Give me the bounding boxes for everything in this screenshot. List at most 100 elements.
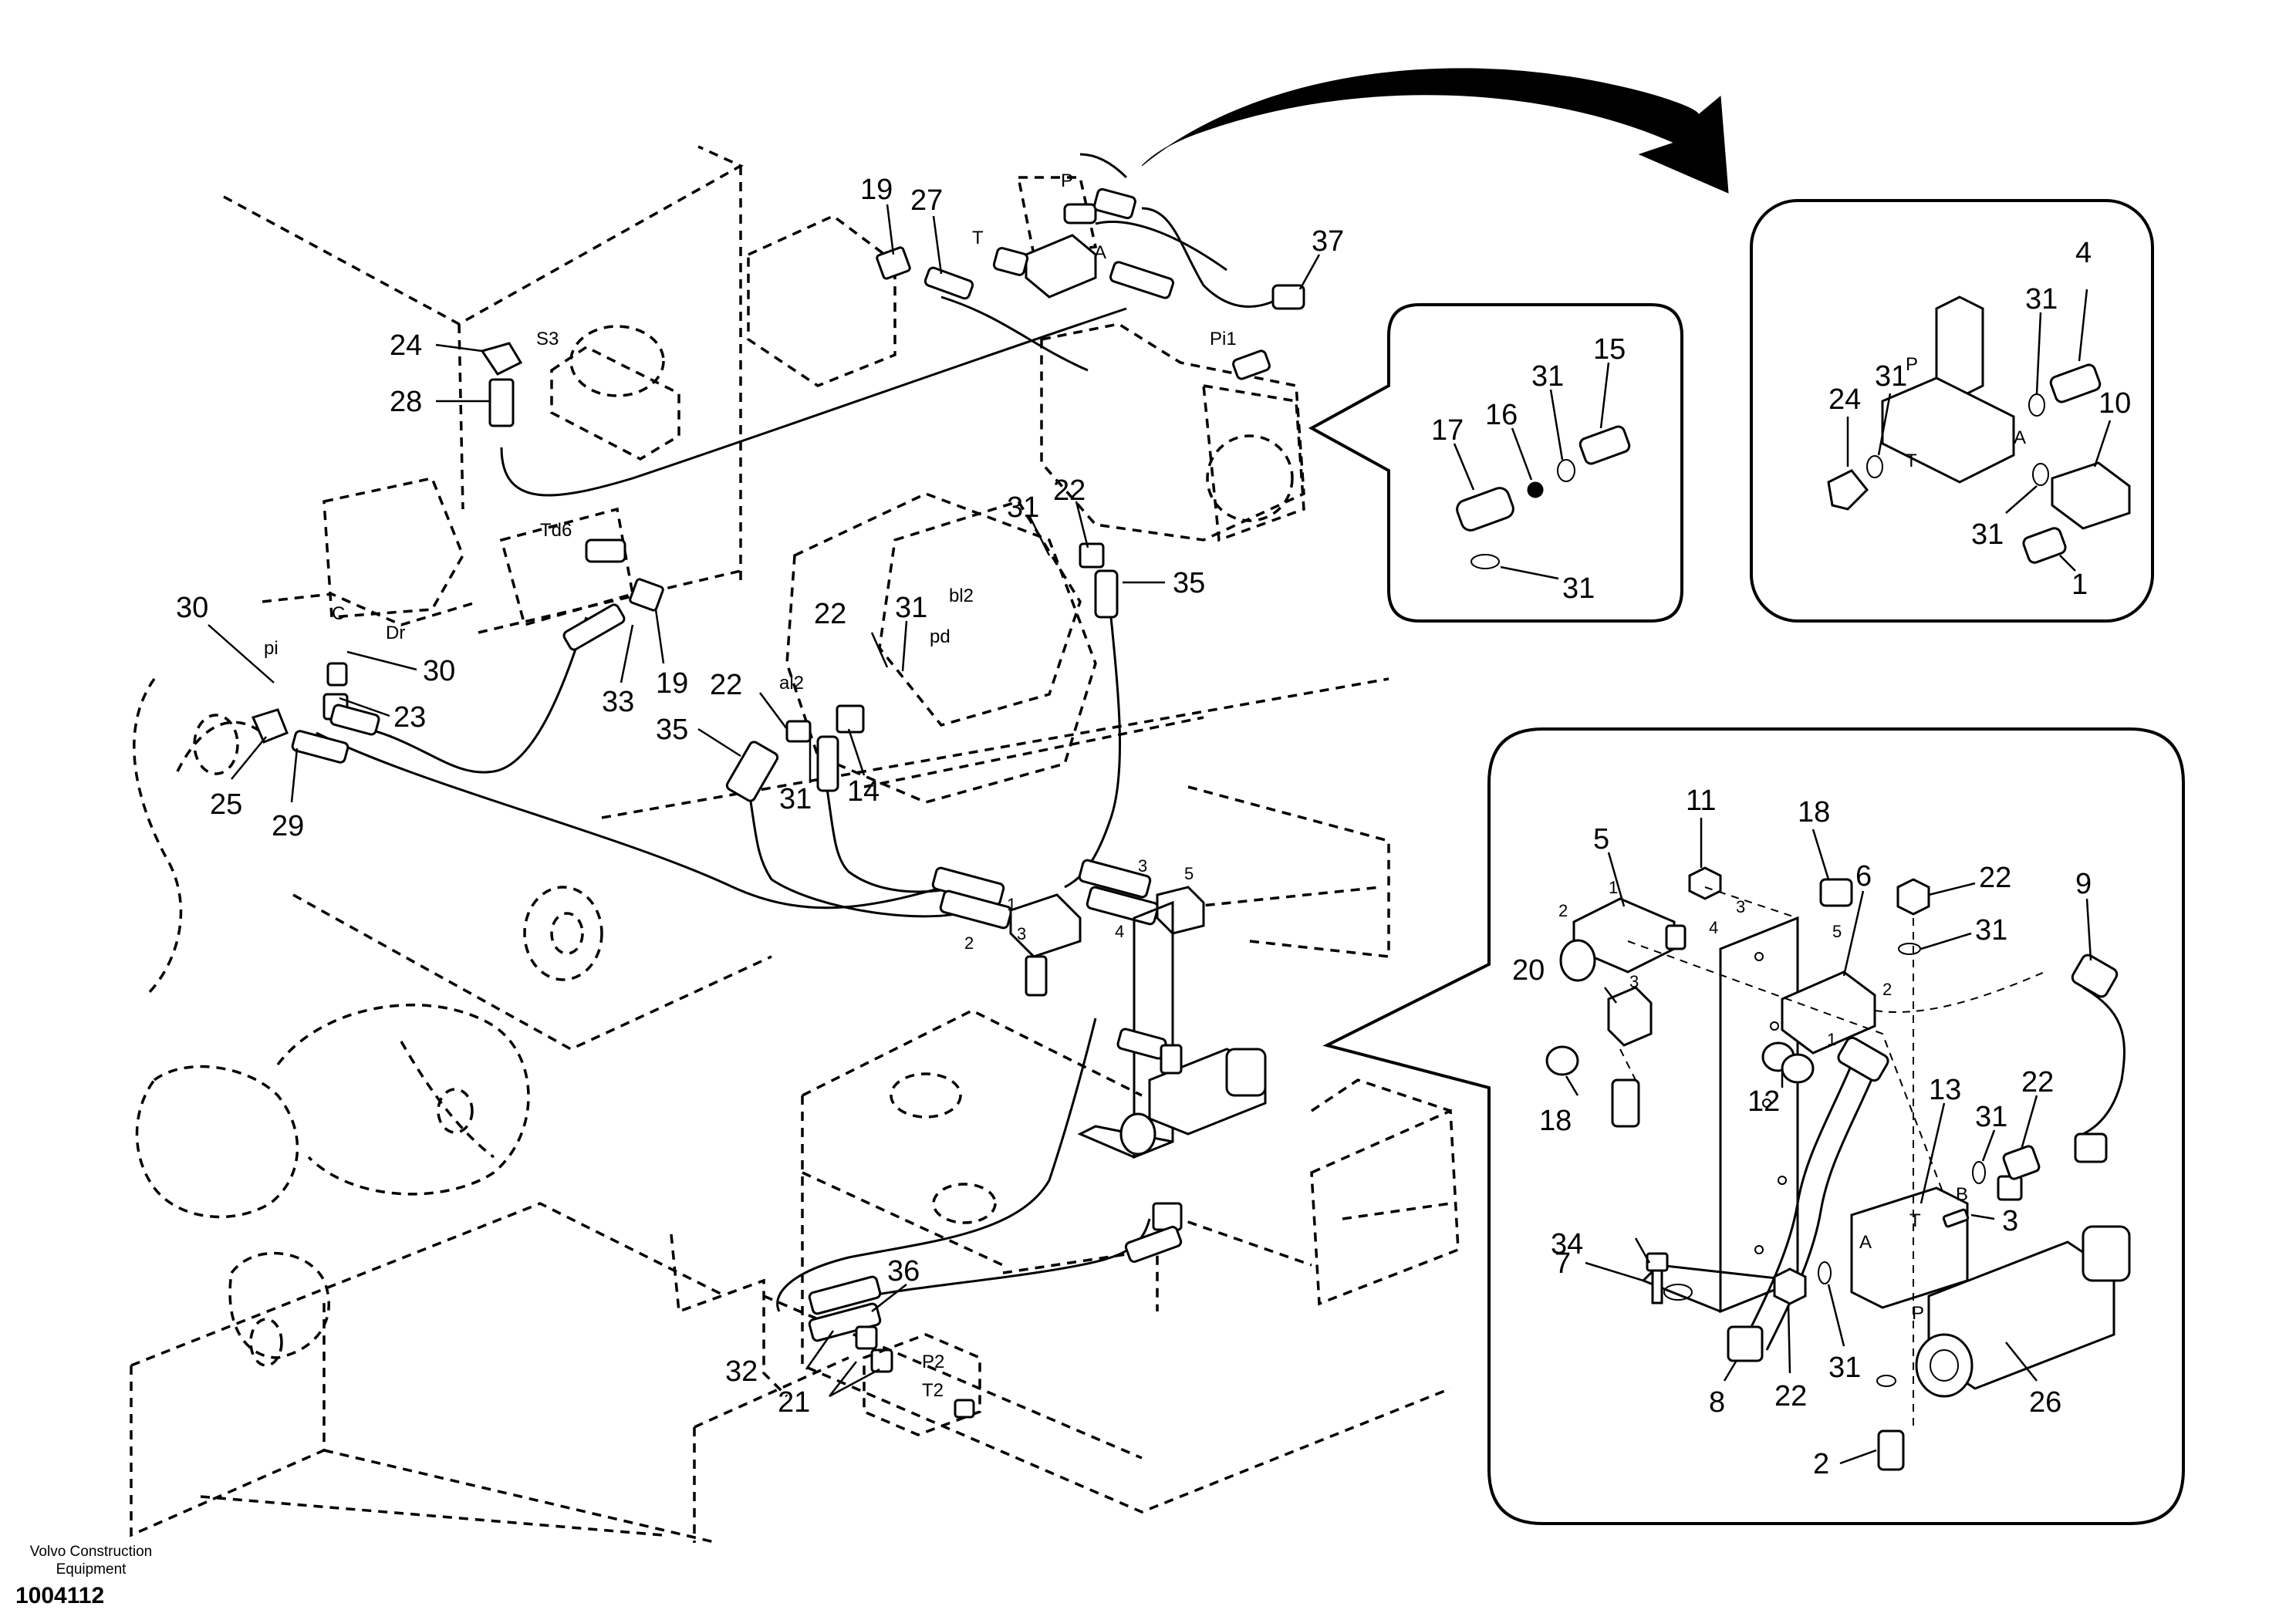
- drawing-number: 1004112: [15, 1583, 105, 1608]
- callout-24: 24: [1828, 383, 1861, 416]
- dashed-components: [322, 176, 1460, 1306]
- port-label-p: P: [1912, 1303, 1924, 1324]
- callout-6: 6: [1855, 860, 1872, 893]
- main-leaders: [208, 204, 1321, 1398]
- port-label-td6: Td6: [540, 520, 572, 541]
- callout-26: 26: [2029, 1386, 2061, 1419]
- hose-number-5: 5: [1832, 922, 1842, 941]
- callout-2: 2: [1813, 1448, 1829, 1480]
- callout-11: 11: [1686, 785, 1716, 817]
- callout-14: 14: [847, 775, 880, 808]
- hose-number-3: 3: [1017, 924, 1026, 943]
- callout-36: 36: [887, 1255, 920, 1288]
- callout-4: 4: [2075, 237, 2092, 269]
- main-callouts: 19 27 37 24 28 31 22 35 30 30 23 33 19 2…: [176, 174, 1344, 1419]
- detail-frame-small: [1308, 303, 1683, 623]
- callout-31: 31: [1007, 491, 1039, 524]
- callout-25: 25: [210, 788, 242, 821]
- callout-34: 34: [1551, 1228, 1583, 1261]
- callout-3: 3: [2002, 1205, 2018, 1237]
- callout-31: 31: [2025, 283, 2058, 316]
- detail-frame-bottomright: [1322, 727, 2185, 1525]
- callout-15: 15: [1593, 333, 1626, 366]
- callout-32: 32: [725, 1355, 758, 1388]
- callout-24: 24: [390, 329, 422, 362]
- brand-line-2: Equipment: [56, 1561, 127, 1578]
- port-label-pd: pd: [930, 626, 950, 647]
- port-label-p: P: [1906, 354, 1918, 375]
- hose-number-2: 2: [964, 933, 974, 953]
- port-label-t: T: [1909, 1210, 1921, 1231]
- callout-20: 20: [1512, 954, 1545, 987]
- callout-16: 16: [1485, 399, 1518, 431]
- callout-37: 37: [1312, 225, 1344, 258]
- detail-frame-topright: [1750, 199, 2154, 623]
- port-label-t: T: [972, 228, 984, 248]
- callout-1: 1: [2071, 569, 2088, 601]
- port-label-t: T: [1906, 451, 1917, 471]
- hose-number-3: 3: [1736, 897, 1745, 916]
- callout-22: 22: [710, 669, 742, 701]
- callout-22: 22: [1053, 474, 1086, 507]
- port-label-t2: T2: [922, 1380, 944, 1401]
- callout-23: 23: [393, 701, 426, 734]
- callout-18: 18: [1539, 1105, 1572, 1137]
- hose-number-4: 4: [1115, 922, 1124, 941]
- callout-21: 21: [778, 1386, 810, 1419]
- hose-number-3: 3: [1629, 972, 1639, 991]
- brand-line-1: Volvo Construction: [29, 1544, 153, 1560]
- hose-number-2: 2: [1882, 980, 1892, 999]
- callout-9: 9: [2075, 868, 2092, 900]
- port-label-c: C: [332, 603, 345, 624]
- detail-bottomright-callouts: 5 11 18 6 22 9 31 20 18 12 13 31 22 3 34…: [1512, 785, 2092, 1480]
- callout-13: 13: [1929, 1074, 1961, 1106]
- hose-number-2: 2: [1558, 901, 1568, 920]
- callout-31: 31: [895, 592, 927, 624]
- callout-7: 7: [1555, 1247, 1571, 1280]
- main-fittings: [251, 187, 1305, 1436]
- port-label-dr: Dr: [386, 623, 405, 643]
- callout-33: 33: [602, 686, 634, 718]
- detail-small-callouts: 17 16 31 15 31: [1431, 333, 1626, 605]
- callout-22: 22: [1774, 1380, 1807, 1412]
- port-label-b: B: [1956, 1184, 1968, 1205]
- callout-10: 10: [2098, 387, 2131, 420]
- callout-22: 22: [1979, 862, 2011, 894]
- callout-22: 22: [814, 598, 846, 630]
- brand-label: Volvo Construction Equipment: [14, 1543, 168, 1578]
- callout-31: 31: [1562, 572, 1595, 605]
- port-label-a: A: [2014, 427, 2026, 448]
- callout-22: 22: [2021, 1066, 2054, 1099]
- callout-30: 30: [176, 592, 208, 624]
- callout-31: 31: [1875, 360, 1907, 393]
- port-label-s3: S3: [536, 329, 559, 349]
- hose-number-1: 1: [1007, 895, 1016, 914]
- port-label-a: A: [1859, 1232, 1872, 1253]
- callout-31: 31: [779, 783, 812, 815]
- callout-31: 31: [1828, 1352, 1861, 1384]
- port-label-p2: P2: [922, 1352, 944, 1372]
- port-label-p: P: [1061, 170, 1073, 191]
- hose-number-1: 1: [1827, 1030, 1836, 1049]
- callout-8: 8: [1709, 1386, 1725, 1419]
- detail-topright-callouts: 31 4 24 31 10 31 1: [1828, 237, 2131, 601]
- hose-number-1: 1: [1609, 878, 1618, 897]
- hose-number-5: 5: [1184, 864, 1194, 883]
- callout-17: 17: [1431, 414, 1464, 447]
- callout-35: 35: [1173, 567, 1205, 599]
- callout-31: 31: [1975, 1101, 2007, 1133]
- port-label-pi1: Pi1: [1210, 329, 1237, 349]
- callout-30: 30: [423, 655, 455, 687]
- port-label-bl2: bl2: [949, 586, 974, 606]
- direction-arrow: [1141, 68, 1729, 194]
- callout-19: 19: [656, 667, 688, 700]
- port-label-a: A: [1094, 242, 1106, 263]
- port-label-pi: pi: [264, 638, 279, 659]
- callout-12: 12: [1747, 1085, 1780, 1118]
- callout-19: 19: [860, 174, 893, 206]
- callout-31: 31: [1971, 518, 2004, 551]
- callout-18: 18: [1798, 796, 1830, 829]
- port-label-al2: al2: [779, 673, 804, 694]
- callout-5: 5: [1593, 823, 1609, 856]
